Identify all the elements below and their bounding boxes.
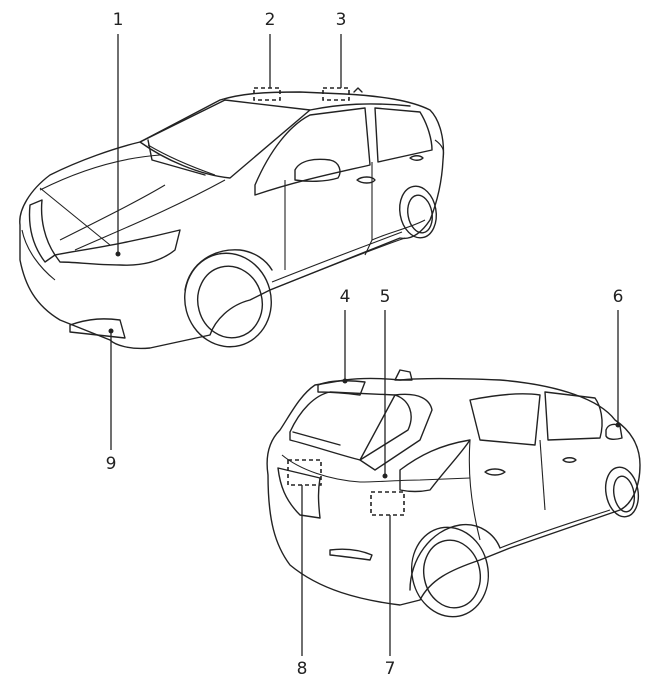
- rear-view-car: [266, 369, 641, 618]
- callout-2: 2: [264, 10, 276, 30]
- callout-9: 9: [105, 454, 117, 474]
- callout-3: 3: [335, 10, 347, 30]
- front-view-car: [19, 87, 445, 350]
- callout-7: 7: [384, 659, 396, 679]
- callout-6: 6: [612, 287, 624, 307]
- callout-4: 4: [339, 287, 351, 307]
- callout-5: 5: [379, 287, 391, 307]
- callout-leaders: [108, 34, 621, 656]
- callout-1: 1: [112, 10, 124, 30]
- callout-8: 8: [296, 659, 308, 679]
